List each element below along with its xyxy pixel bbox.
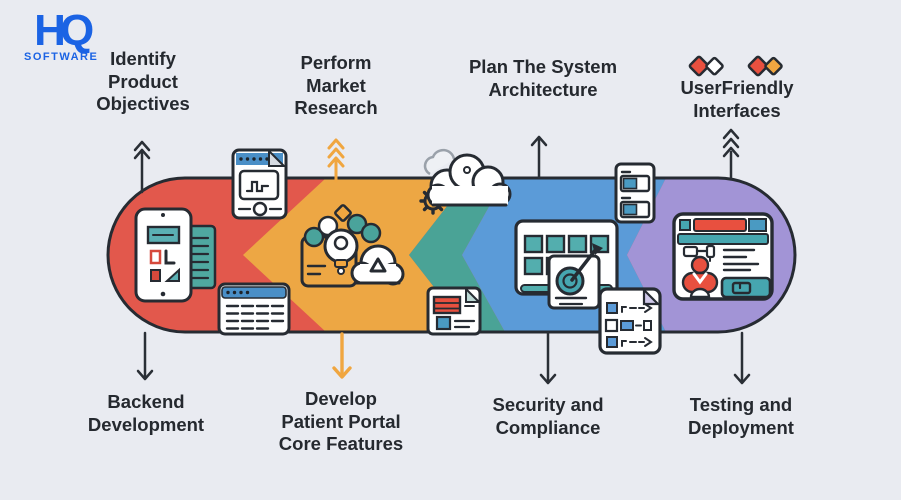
up-arrow-architecture [530, 135, 548, 180]
label-line: Research [294, 97, 378, 118]
up-arrow-market-research [327, 138, 345, 183]
label-line: Security and [492, 394, 604, 415]
mobile-app-icon [134, 207, 217, 303]
label-line: Identify [110, 48, 176, 69]
logo-monogram: HQ [34, 6, 94, 55]
report-document-icon [426, 286, 482, 336]
up-arrow-identify [133, 140, 151, 194]
down-arrow-backend [136, 331, 154, 381]
label-line: Interfaces [693, 99, 781, 121]
label-user-friendly-interfaces: UserFriendly Interfaces [680, 77, 793, 122]
label-security-and-compliance: Security and Compliance [492, 394, 603, 439]
down-arrow-patient-portal [332, 332, 352, 379]
data-table-icon [217, 282, 291, 336]
logo-subtitle: SOFTWARE [24, 51, 99, 63]
patient-profile-browser-icon [672, 212, 774, 301]
team-idea-cloud-icon [300, 204, 405, 288]
label-line: Core Features [278, 433, 404, 454]
down-arrow-testing [733, 331, 751, 385]
label-line: UserFriendly [680, 77, 794, 98]
linked-diamonds-icon [688, 55, 783, 77]
label-plan-the-system-architecture: Plan The System Architecture [469, 56, 617, 101]
label-line: Product [108, 70, 178, 92]
label-line: Perform [300, 52, 372, 73]
label-develop-patient-portal-core-features: Develop Patient Portal Core Features [279, 388, 403, 456]
toggle-cards-icon [614, 162, 656, 224]
medical-monitor-icon [231, 148, 288, 220]
cloud-icon [423, 148, 512, 207]
label-line: Develop [305, 388, 377, 409]
label-line: Architecture [488, 78, 598, 100]
label-line: Testing and [689, 394, 793, 415]
label-testing-and-deployment: Testing and Deployment [688, 394, 794, 439]
label-line: Compliance [495, 416, 601, 438]
label-line: Deployment [688, 416, 794, 438]
label-line: Patient Portal [281, 410, 401, 432]
banner-outline [106, 176, 797, 334]
label-line: Development [87, 413, 205, 435]
logo: HQ SOFTWARE [24, 6, 99, 64]
label-perform-market-research: Perform Market Research [294, 52, 377, 120]
label-line: Plan The System [468, 56, 618, 77]
checklist-document-icon [598, 287, 662, 355]
label-line: Market [306, 74, 366, 96]
label-identify-product-objectives: Identify Product Objectives [96, 48, 190, 116]
calendar-audit-icon [514, 219, 619, 310]
label-line: Backend [107, 391, 185, 412]
label-backend-development: Backend Development [88, 391, 204, 436]
up-arrow-interfaces [722, 128, 740, 180]
label-line: Objectives [96, 93, 190, 114]
down-arrow-security [539, 331, 557, 385]
